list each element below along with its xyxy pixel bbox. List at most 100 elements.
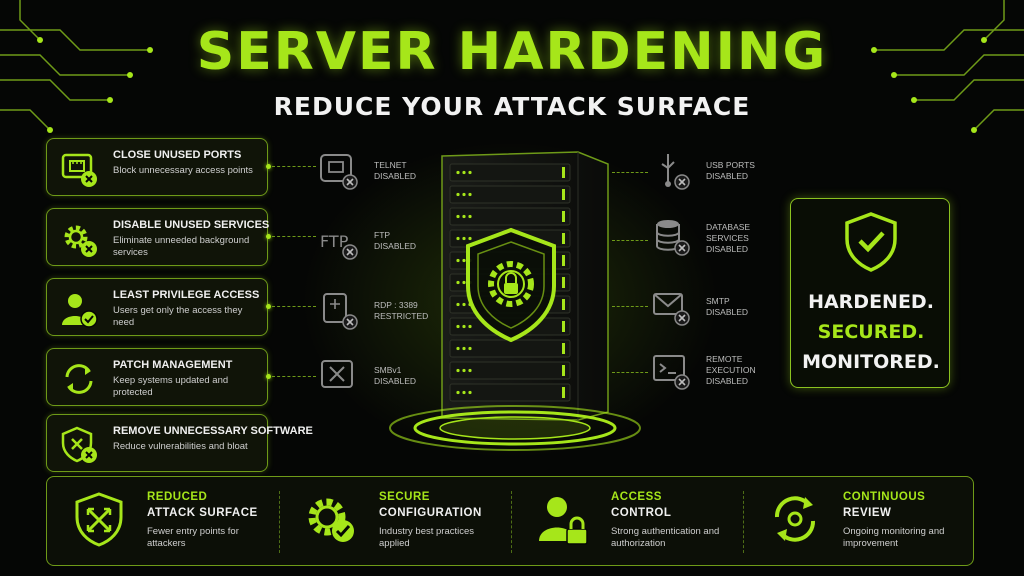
benefit-access-control: ACCESS CONTROL Strong authentication and… [511, 477, 743, 567]
rack-led [456, 302, 460, 307]
practice-desc: Reduce vulnerabilities and bloat [113, 441, 248, 452]
rack-led [462, 170, 466, 175]
rack-unit [449, 207, 571, 226]
benefit-title-1: CONTINUOUS [843, 491, 926, 503]
practice-card-disable-services: DISABLE UNUSED SERVICES Eliminate unneed… [46, 208, 269, 266]
practice-title: CLOSE UNUSED PORTS [113, 149, 242, 161]
rack-edge-light [562, 167, 565, 178]
rack-led [456, 192, 460, 197]
benefit-title-2: ATTACK SURFACE [147, 507, 258, 519]
practice-desc: Eliminate unneeded background services [113, 235, 250, 258]
server-rack-illustration [441, 151, 609, 421]
rack-edge-light [562, 277, 565, 288]
refresh-icon [65, 364, 93, 394]
status-line-secured: SECURED. [817, 321, 925, 343]
rack-led [456, 280, 460, 285]
connector-dot [266, 234, 271, 239]
connector-line [612, 172, 648, 173]
page-subtitle: REDUCE YOUR ATTACK SURFACE [273, 92, 751, 121]
rack-led [456, 214, 460, 219]
rack-led [462, 214, 466, 219]
rack-led [468, 236, 472, 241]
connector-dot [266, 164, 271, 169]
status-panel: HARDENED. SECURED. MONITORED. [790, 198, 950, 388]
rack-led [456, 368, 460, 373]
smb-icon [321, 360, 353, 388]
rack-led [462, 346, 466, 351]
rack-edge-light [562, 343, 565, 354]
practice-desc: Block unnecessary access points [113, 165, 253, 176]
rack-led [462, 390, 466, 395]
rack-edge-light [562, 365, 565, 376]
connector-dot [266, 304, 271, 309]
rack-led [468, 170, 472, 175]
benefits-bar: REDUCED ATTACK SURFACE Fewer entry point… [46, 476, 974, 566]
glow-platform [389, 405, 641, 451]
practice-card-close-ports: CLOSE UNUSED PORTS Block unnecessary acc… [46, 138, 268, 196]
benefit-desc: Strong authentication and authorization [611, 526, 720, 549]
rack-led [462, 368, 466, 373]
rack-unit [449, 339, 571, 358]
rack-edge-light [562, 211, 565, 222]
benefit-desc: Fewer entry points for attackers [147, 526, 239, 549]
practice-card-patch-management: PATCH MANAGEMENT Keep systems updated an… [46, 348, 268, 406]
telnet-icon [320, 154, 358, 190]
connector-line [612, 372, 648, 373]
connector-line [272, 166, 316, 167]
mail-icon [653, 293, 690, 326]
practice-desc: Keep systems updated and protected [113, 375, 229, 398]
connector-line [272, 376, 316, 377]
connector-line [612, 240, 648, 241]
usb-icon [661, 154, 690, 190]
rack-led [456, 258, 460, 263]
rack-led [462, 258, 466, 263]
rack-led [456, 170, 460, 175]
connector-line [272, 306, 316, 307]
rack-led [462, 192, 466, 197]
shield-arrows-icon [75, 492, 123, 547]
shield-check-icon [845, 212, 897, 272]
rack-edge-light [562, 233, 565, 244]
page-title: SERVER HARDENING [196, 22, 828, 82]
user-lock-icon [539, 497, 588, 545]
divider [743, 491, 744, 553]
benefit-title-2: REVIEW [843, 507, 892, 519]
rack-led [456, 236, 460, 241]
practice-title: PATCH MANAGEMENT [113, 359, 233, 371]
divider [511, 491, 512, 553]
rack-led [456, 390, 460, 395]
practice-title: LEAST PRIVILEGE ACCESS [113, 289, 260, 301]
practice-card-remove-software: REMOVE UNNECESSARY SOFTWARE Reduce vulne… [46, 414, 313, 472]
benefit-desc: Industry best practices applied [379, 526, 475, 549]
terminal-icon [653, 355, 690, 390]
rack-led [462, 324, 466, 329]
benefit-title-1: REDUCED [147, 491, 208, 503]
benefit-title-2: CONTROL [611, 507, 672, 519]
benefit-desc: Ongoing monitoring and improvement [843, 526, 945, 549]
user-check-icon [62, 294, 98, 328]
benefit-title-1: SECURE [379, 491, 430, 503]
rack-led [468, 390, 472, 395]
divider [279, 491, 280, 553]
rack-unit [449, 383, 571, 402]
benefit-continuous-review: CONTINUOUS REVIEW Ongoing monitoring and… [743, 477, 975, 567]
shield-x-icon [61, 426, 97, 463]
connector-line [272, 236, 316, 237]
rack-edge-light [562, 321, 565, 332]
rack-unit [449, 185, 571, 204]
rack-led [468, 346, 472, 351]
ftp-icon: FTP [320, 232, 358, 260]
rack-led [456, 346, 460, 351]
status-line-hardened: HARDENED. [808, 291, 934, 313]
